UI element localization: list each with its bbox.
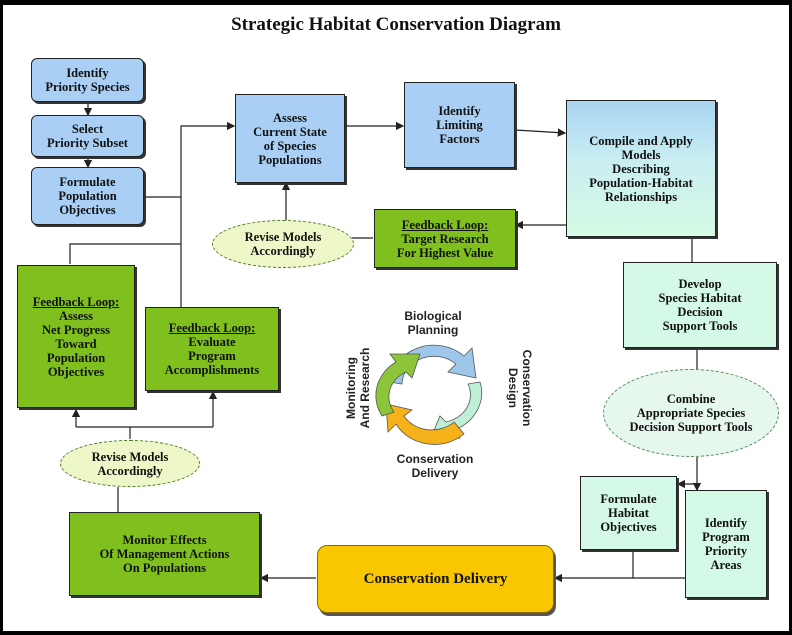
select-priority-subset-box: Select Priority Subset: [31, 115, 144, 157]
box-line: Population-Habitat: [589, 175, 693, 190]
cycle-label-left: Monitoring And Research: [344, 338, 372, 438]
box-line: Identify: [66, 66, 109, 80]
box-line: For Highest Value: [396, 245, 494, 260]
box-line: Select: [71, 122, 104, 136]
box-line: Target Research: [401, 231, 489, 246]
arrow-limiting-to-compile: [514, 128, 567, 137]
cycle-arrow-gold: [385, 403, 465, 445]
oval-line: Accordingly: [97, 463, 163, 478]
box-line: Objectives: [47, 364, 105, 379]
box-line: Program: [188, 349, 236, 363]
cycle-label-bottom-text: Conservation Delivery: [396, 452, 474, 480]
feedback-evaluate-program-box: Feedback Loop: Evaluate Program Accompli…: [145, 307, 279, 391]
box-line: Population: [58, 189, 117, 203]
box-line: Objectives: [59, 203, 116, 217]
box-line: Objectives: [600, 520, 657, 534]
cycle-label-left-text: Monitoring And Research: [344, 347, 372, 429]
cycle-label-top-text: Biological Planning: [404, 309, 462, 337]
box-line: Limiting: [436, 118, 483, 132]
feedback-target-research-box: Feedback Loop: Target Research For Highe…: [374, 209, 516, 268]
cycle-label-right-text: Conservation Design: [506, 349, 534, 427]
box-line: Identify: [438, 104, 481, 118]
arrow-habitat-to-delivery: [553, 550, 634, 583]
combine-tools-oval: Combine Appropriate Species Decision Sup…: [603, 369, 779, 457]
cycle-label-bottom: Conservation Delivery: [390, 452, 480, 480]
box-line: Assess: [272, 110, 308, 125]
box-line: Describing: [612, 161, 670, 176]
diagram-title: Strategic Habitat Conservation Diagram: [231, 14, 561, 35]
feedback-heading: Feedback Loop:: [32, 294, 120, 309]
box-line: Species Habitat: [658, 291, 742, 305]
cycle-graphic: [375, 344, 483, 445]
box-line: Models: [621, 147, 661, 162]
monitor-effects-box: Monitor Effects Of Management Actions On…: [69, 512, 260, 596]
identify-priority-species-box: Identify Priority Species: [31, 58, 144, 102]
conservation-delivery-box: Conservation Delivery: [317, 545, 554, 613]
oval-line: Decision Support Tools: [629, 420, 753, 434]
box-line: Assess: [58, 308, 94, 323]
box-line: Populations: [258, 152, 322, 167]
box-line: Support Tools: [662, 319, 738, 333]
feedback-heading: Feedback Loop:: [168, 321, 256, 335]
oval-line: Revise Models: [91, 449, 169, 464]
oval-line: Appropriate Species: [636, 406, 746, 420]
identify-limiting-factors-box: Identify Limiting Factors: [404, 82, 515, 168]
oval-line: Accordingly: [250, 244, 316, 258]
box-line: Program: [702, 530, 750, 544]
box-line: Priority Species: [45, 80, 130, 94]
box-line: Population: [46, 350, 106, 365]
revise-models-oval-bottom: Revise Models Accordingly: [60, 440, 200, 487]
box-line: Decision: [677, 305, 723, 319]
box-line: Compile and Apply: [589, 133, 693, 148]
box-line: Relationships: [604, 189, 678, 204]
cycle-arrow-mint: [429, 381, 483, 441]
feedback-heading: Feedback Loop:: [401, 217, 489, 232]
box-line: Conservation Delivery: [363, 571, 508, 587]
cycle-arrow-green: [375, 353, 421, 417]
box-line: Identify: [704, 516, 748, 530]
box-line: Monitor Effects: [122, 533, 207, 547]
compile-apply-models-box: Compile and Apply Models Describing Popu…: [566, 100, 716, 237]
box-line: Factors: [439, 132, 480, 146]
cycle-label-right: Conservation Design: [506, 343, 534, 433]
box-line: Accomplishments: [164, 363, 260, 377]
box-line: Toward: [55, 336, 97, 351]
box-line: Develop: [678, 277, 722, 291]
identify-program-priority-areas-box: Identify Program Priority Areas: [685, 490, 767, 598]
box-line: On Populations: [122, 561, 206, 575]
arrow-objectives-to-assess: [146, 121, 236, 198]
box-line: Evaluate: [188, 335, 236, 349]
cycle-label-top: Biological Planning: [398, 309, 468, 337]
box-line: of Species: [263, 138, 317, 153]
box-line: Formulate: [59, 175, 116, 189]
box-line: Priority Subset: [47, 136, 128, 150]
box-line: Of Management Actions: [99, 547, 230, 561]
box-line: Areas: [710, 558, 742, 572]
revise-models-oval-top: Revise Models Accordingly: [212, 220, 354, 268]
box-line: Formulate: [600, 492, 657, 506]
box-line: Net Progress: [42, 322, 110, 337]
formulate-population-objectives-box: Formulate Population Objectives: [31, 167, 144, 225]
assess-current-state-box: Assess Current State of Species Populati…: [235, 94, 345, 183]
formulate-habitat-objectives-box: Formulate Habitat Objectives: [580, 476, 677, 550]
line-assess-progress-up: [69, 243, 181, 264]
oval-line: Combine: [666, 392, 716, 406]
box-line: Current State: [253, 124, 327, 139]
oval-line: Revise Models: [244, 230, 322, 244]
box-line: Habitat: [608, 506, 649, 520]
feedback-assess-progress-box: Feedback Loop: Assess Net Progress Towar…: [17, 265, 135, 408]
box-line: Priority: [704, 544, 748, 558]
develop-decision-tools-box: Develop Species Habitat Decision Support…: [623, 262, 777, 348]
